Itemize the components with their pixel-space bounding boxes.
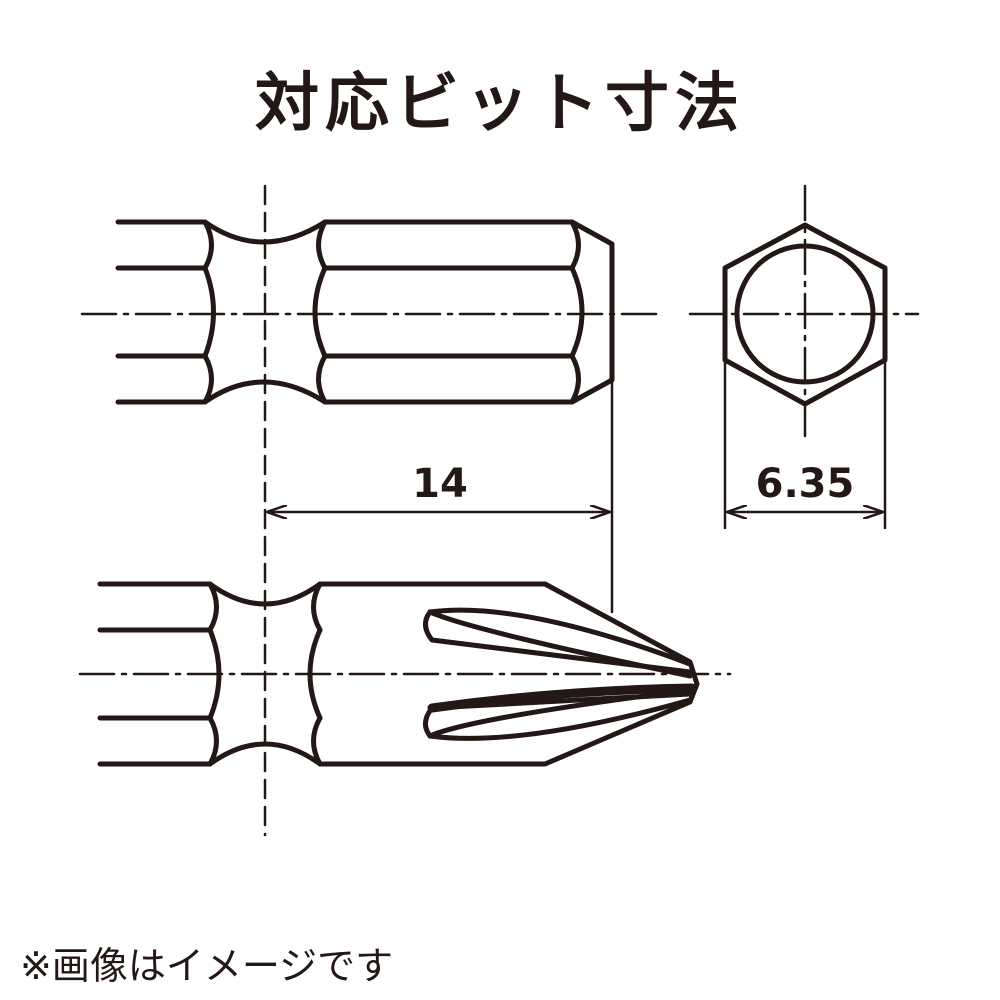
length-dimension-label: 14	[412, 461, 468, 507]
center-lines	[78, 184, 920, 676]
page-title: 対応ビット寸法	[255, 67, 745, 141]
image-disclaimer-note: ※画像はイメージです	[20, 944, 394, 988]
extension-lines	[610, 360, 887, 614]
top-bit-side-view	[115, 219, 615, 405]
phillips-wing-edge	[427, 683, 697, 713]
hex-width-dimension-label: 6.35	[756, 461, 855, 507]
